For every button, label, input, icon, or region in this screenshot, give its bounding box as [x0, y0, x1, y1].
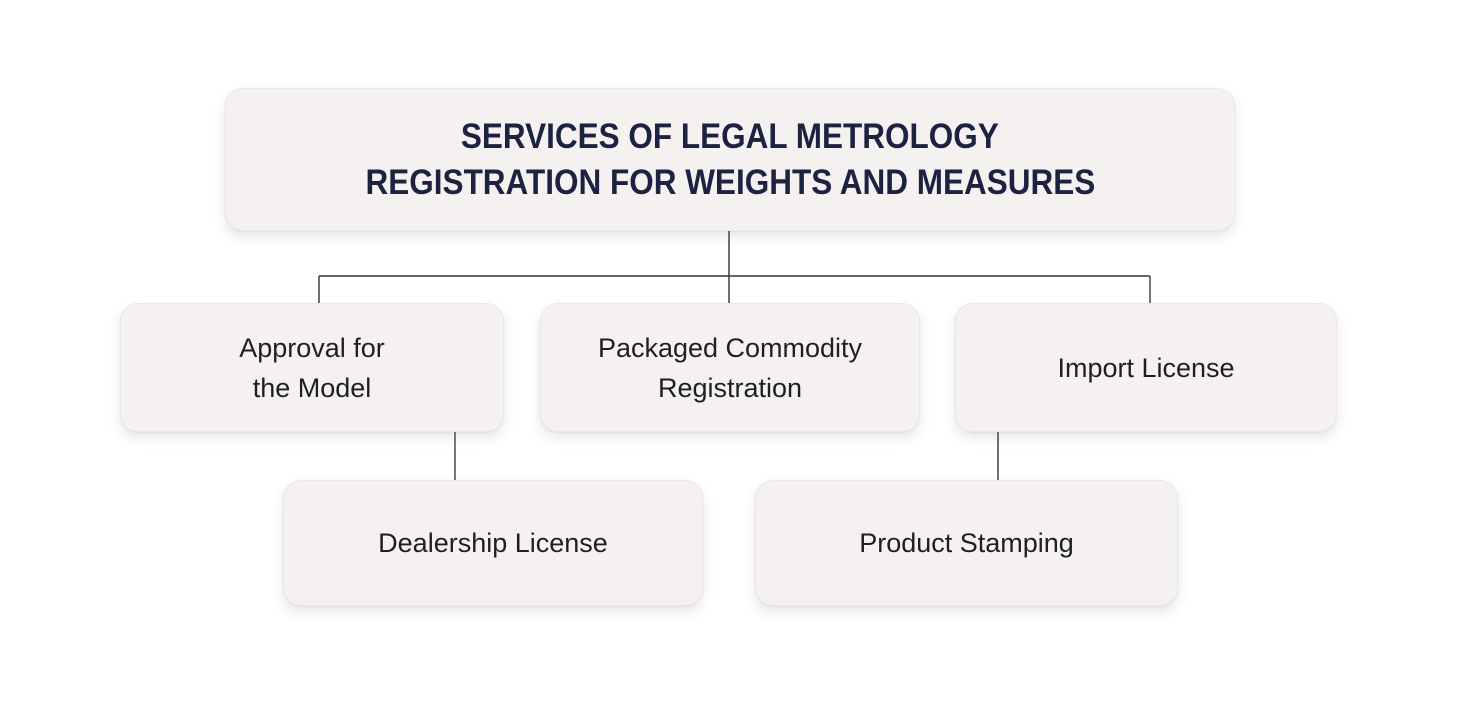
- packaged-label-line-1: Packaged Commodity: [597, 332, 863, 363]
- approval-label-line-1: Approval for: [239, 332, 385, 363]
- packaged-label-line-2: Registration: [657, 372, 803, 403]
- node-import-license: Import License: [955, 303, 1337, 432]
- dealership-label: Dealership License: [378, 528, 608, 558]
- import-label: Import License: [1057, 352, 1235, 383]
- node-dealership-license: Dealership License: [283, 480, 703, 606]
- node-title: SERVICES OF LEGAL METROLOGY REGISTRATION…: [225, 88, 1235, 231]
- approval-label-line-2: the Model: [252, 372, 372, 403]
- node-packaged-commodity-registration: Packaged Commodity Registration: [540, 303, 920, 432]
- product-label: Product Stamping: [859, 528, 1074, 558]
- node-approval-for-the-model: Approval for the Model: [120, 303, 504, 432]
- node-product-stamping: Product Stamping: [755, 480, 1178, 606]
- title-line-1: SERVICES OF LEGAL METROLOGY: [461, 116, 999, 156]
- title-line-2: REGISTRATION FOR WEIGHTS AND MEASURES: [365, 162, 1095, 202]
